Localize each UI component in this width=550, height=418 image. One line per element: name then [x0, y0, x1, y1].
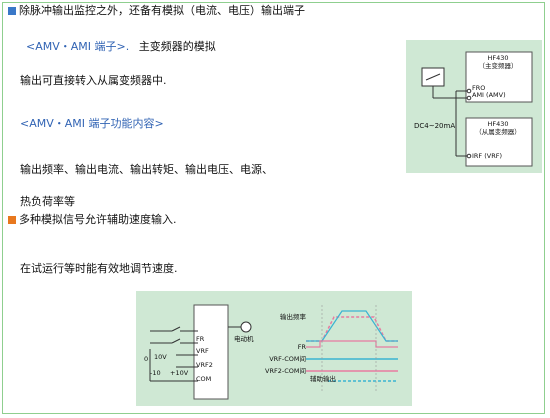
motor-label: 电动机 — [234, 335, 254, 343]
slave-label: （从属变频器） — [475, 128, 521, 136]
function-description: 输出频率、输出电流、输出转矩、输出电压、电源、 — [20, 163, 273, 176]
section2-heading: 多种模拟信号允许辅助速度输入. — [19, 213, 177, 226]
amv-row: <AMV・AMI 端子>. 主变频器的模拟 — [26, 40, 216, 53]
diagram2-wiring — [149, 304, 398, 400]
terminal-fro: FRO — [472, 84, 486, 92]
wave-aux-output: 辅助输出 — [310, 375, 336, 383]
v-0: 0 — [144, 355, 149, 363]
page-frame — [2, 2, 545, 414]
v-minus-10: -10 — [150, 369, 161, 377]
section1-heading: 除脉冲输出监控之外，还备有模拟（电流、电压）输出端子 — [19, 4, 305, 17]
wave-output-frequency: 输出频率 — [280, 313, 306, 321]
master-slave-diagram: HF430 （主变频器） FRO AMI (AMV) HF430 （从属变频器）… — [406, 40, 542, 173]
wave-fr: FR — [297, 343, 306, 351]
aux-speed-diagram: FR VRF VRF2 COM 电动机 0 10V -10 +10V 输出频率 … — [136, 291, 412, 406]
diagram1-wiring — [421, 51, 533, 167]
signal-label: DC4~20mA — [414, 122, 456, 130]
term-com: COM — [196, 375, 212, 383]
function-description-2: 热负荷率等 — [20, 195, 75, 208]
master-model: HF430 — [487, 54, 509, 62]
term-fr: FR — [196, 335, 205, 343]
master-label: （主变频器） — [478, 62, 518, 70]
function-link: <AMV・AMI 端子功能内容> — [20, 117, 164, 130]
v-plus-10: +10V — [170, 369, 189, 377]
term-vrf2: VRF2 — [196, 361, 213, 369]
wave-vrf2-com: VRF2-COM间 — [265, 367, 306, 375]
section1-heading-row: 除脉冲输出监控之外，还备有模拟（电流、电压）输出端子 — [8, 4, 305, 17]
bullet-square-icon — [8, 216, 16, 224]
v-10: 10V — [154, 353, 167, 361]
terminal-irf: IRF (VRF) — [472, 152, 503, 160]
amv-description-2: 输出可直接转入从属变频器中. — [20, 74, 167, 87]
bullet-square-icon — [8, 7, 16, 15]
section2-heading-row: 多种模拟信号允许辅助速度输入. — [8, 213, 177, 226]
terminal-ami: AMI (AMV) — [472, 91, 506, 99]
section2-description: 在试运行等时能有效地调节速度. — [20, 262, 178, 275]
amv-terminal-link: <AMV・AMI 端子>. — [26, 40, 130, 53]
slave-model: HF430 — [487, 120, 509, 128]
amv-description: 主变频器的模拟 — [138, 40, 216, 53]
term-vrf: VRF — [196, 347, 209, 355]
wave-vrf-com: VRF-COM间 — [269, 355, 306, 363]
